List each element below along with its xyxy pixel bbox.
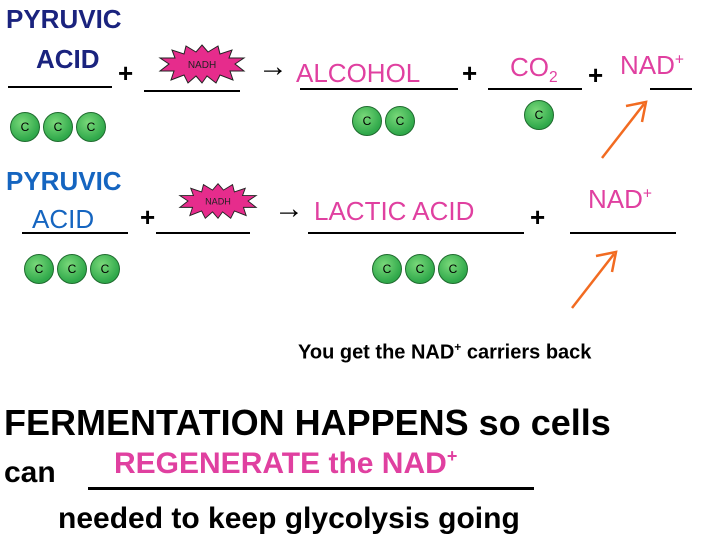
statement-line1: FERMENTATION HAPPENS so cells bbox=[4, 402, 611, 443]
row1-pyruvate-molecule: C C C bbox=[10, 112, 106, 142]
carbon-atom: C bbox=[352, 106, 382, 136]
statement-answer-blank bbox=[88, 487, 534, 490]
carbon-atom: C bbox=[90, 254, 120, 284]
row1-alcohol-blank bbox=[300, 88, 458, 90]
nad-returned-note: You get the NAD+ carriers back bbox=[298, 340, 592, 364]
carbon-atom: C bbox=[57, 254, 87, 284]
statement-line3: needed to keep glycolysis going bbox=[58, 502, 520, 535]
row2-product-nad: NAD+ bbox=[588, 184, 653, 214]
row1-nad-blank bbox=[650, 88, 692, 90]
row2-nadh-label: NADH bbox=[205, 197, 231, 207]
row1-alcohol-molecule: C C bbox=[352, 106, 415, 136]
row1-product-nad: NAD+ bbox=[620, 50, 685, 80]
row2-reaction-arrow: → bbox=[274, 192, 304, 225]
row2-nadh-burst-icon: NADH bbox=[178, 183, 258, 220]
statement-answer: REGENERATE the NAD+ bbox=[114, 446, 458, 480]
row1-reactant-blank bbox=[8, 86, 112, 88]
carbon-atom: C bbox=[385, 106, 415, 136]
row1-orange-arrow-icon bbox=[601, 100, 648, 159]
row1-reactant-line2: ACID bbox=[36, 44, 100, 74]
row2-plus-2: + bbox=[530, 202, 546, 232]
row1-plus-1: + bbox=[118, 58, 134, 88]
row2-nadh-blank bbox=[156, 232, 250, 234]
row2-reactant-line1: PYRUVIC bbox=[6, 166, 122, 196]
row2-plus-1: + bbox=[140, 202, 156, 232]
carbon-atom: C bbox=[524, 100, 554, 130]
row2-reactant-line2: ACID bbox=[32, 204, 95, 234]
row1-nadh-burst-icon: NADH bbox=[158, 44, 246, 84]
row1-nadh-label: NADH bbox=[188, 60, 216, 71]
row1-co2-molecule: C bbox=[524, 100, 554, 130]
carbon-atom: C bbox=[405, 254, 435, 284]
carbon-atom: C bbox=[10, 112, 40, 142]
row1-product-alcohol: ALCOHOL bbox=[296, 58, 421, 88]
row2-orange-arrow-icon bbox=[571, 250, 618, 309]
row2-pyruvate-molecule: C C C bbox=[24, 254, 120, 284]
row1-nadh-blank bbox=[144, 90, 240, 92]
carbon-atom: C bbox=[438, 254, 468, 284]
row2-lactic-blank bbox=[308, 232, 524, 234]
row1-reactant-line1: PYRUVIC bbox=[6, 4, 122, 34]
row2-nad-blank bbox=[570, 232, 676, 234]
row2-reactant-blank bbox=[22, 232, 128, 234]
row2-lactic-molecule: C C C bbox=[372, 254, 468, 284]
row1-plus-3: + bbox=[588, 60, 604, 90]
row1-plus-2: + bbox=[462, 58, 478, 88]
carbon-atom: C bbox=[43, 112, 73, 142]
row1-reaction-arrow: → bbox=[258, 50, 288, 83]
row1-co2-blank bbox=[488, 88, 582, 90]
carbon-atom: C bbox=[24, 254, 54, 284]
row2-product-lactic-acid: LACTIC ACID bbox=[314, 196, 475, 226]
statement-line2-prefix: can bbox=[4, 456, 56, 489]
carbon-atom: C bbox=[372, 254, 402, 284]
row1-product-co2: CO2 bbox=[510, 52, 558, 87]
carbon-atom: C bbox=[76, 112, 106, 142]
